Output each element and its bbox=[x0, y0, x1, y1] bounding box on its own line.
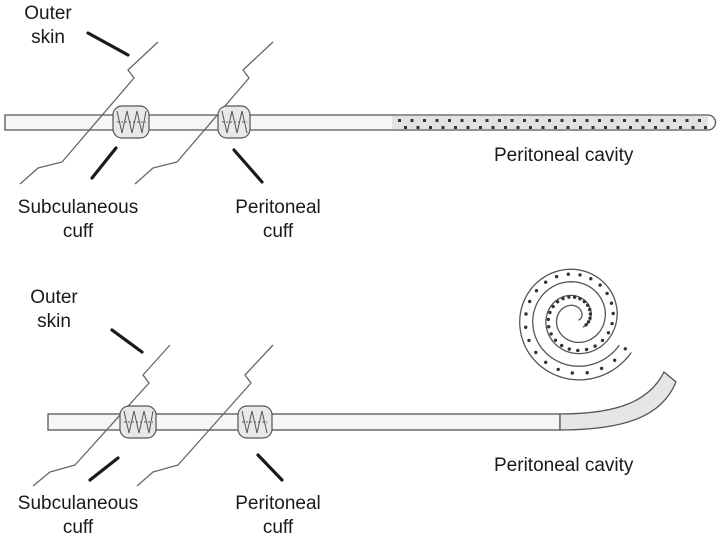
bottom-subcutaneous-line1: Subculaneous bbox=[17, 493, 139, 514]
top-subcutaneous-pointer bbox=[90, 146, 118, 180]
top-subcutaneous-label: Subculaneous cuff bbox=[0, 196, 156, 244]
top-peritoneal-line2: cuff bbox=[262, 221, 294, 242]
bottom-cavity-label: Peritoneal cavity bbox=[494, 454, 633, 478]
top-cavity-label: Peritoneal cavity bbox=[494, 144, 633, 168]
top-outer-skin-label: Outer skin bbox=[8, 2, 88, 50]
top-cavity-text: Peritoneal cavity bbox=[494, 145, 634, 166]
top-outer-skin-line1: Outer bbox=[24, 3, 72, 24]
top-peritoneal-cuff-label: Peritoneal cuff bbox=[222, 196, 334, 244]
bottom-peritoneal-layer bbox=[136, 344, 274, 487]
bottom-outer-skin-pointer bbox=[110, 328, 144, 354]
top-outer-skin-layer bbox=[19, 41, 159, 185]
bottom-peritoneal-line1: Peritoneal bbox=[235, 493, 321, 514]
top-outer-skin-pointer bbox=[86, 31, 130, 57]
bottom-subcutaneous-label: Subculaneous cuff bbox=[0, 492, 156, 540]
bottom-outer-skin-label: Outer skin bbox=[14, 286, 94, 334]
bottom-outer-skin-layer bbox=[32, 344, 171, 487]
top-subcutaneous-cuff bbox=[112, 105, 150, 139]
bottom-subcutaneous-line2: cuff bbox=[62, 517, 94, 538]
bottom-coiled-catheter bbox=[32, 268, 677, 487]
top-peritoneal-cuff bbox=[217, 105, 251, 139]
bottom-cavity-text: Peritoneal cavity bbox=[494, 455, 634, 476]
bottom-subcutaneous-pointer bbox=[88, 456, 120, 482]
bottom-outer-skin-line2: skin bbox=[37, 311, 71, 332]
top-side-holes bbox=[398, 119, 707, 129]
top-peritoneal-layer bbox=[134, 41, 274, 185]
bottom-outer-skin-line1: Outer bbox=[30, 287, 78, 308]
bottom-side-holes bbox=[524, 272, 627, 375]
bottom-pigtail-coil bbox=[519, 268, 632, 381]
top-peritoneal-pointer bbox=[232, 148, 264, 184]
bottom-catheter-bend bbox=[559, 370, 677, 431]
bottom-peritoneal-line2: cuff bbox=[262, 517, 294, 538]
bottom-peritoneal-pointer bbox=[256, 453, 284, 482]
top-straight-catheter bbox=[4, 31, 717, 185]
top-subcutaneous-line1: Subculaneous bbox=[17, 197, 139, 218]
bottom-peritoneal-cuff-label: Peritoneal cuff bbox=[222, 492, 334, 540]
top-outer-skin-line2: skin bbox=[31, 27, 65, 48]
top-peritoneal-line1: Peritoneal bbox=[235, 197, 321, 218]
bottom-peritoneal-cuff bbox=[237, 405, 273, 439]
bottom-subcutaneous-cuff bbox=[119, 405, 157, 439]
top-subcutaneous-line2: cuff bbox=[62, 221, 94, 242]
